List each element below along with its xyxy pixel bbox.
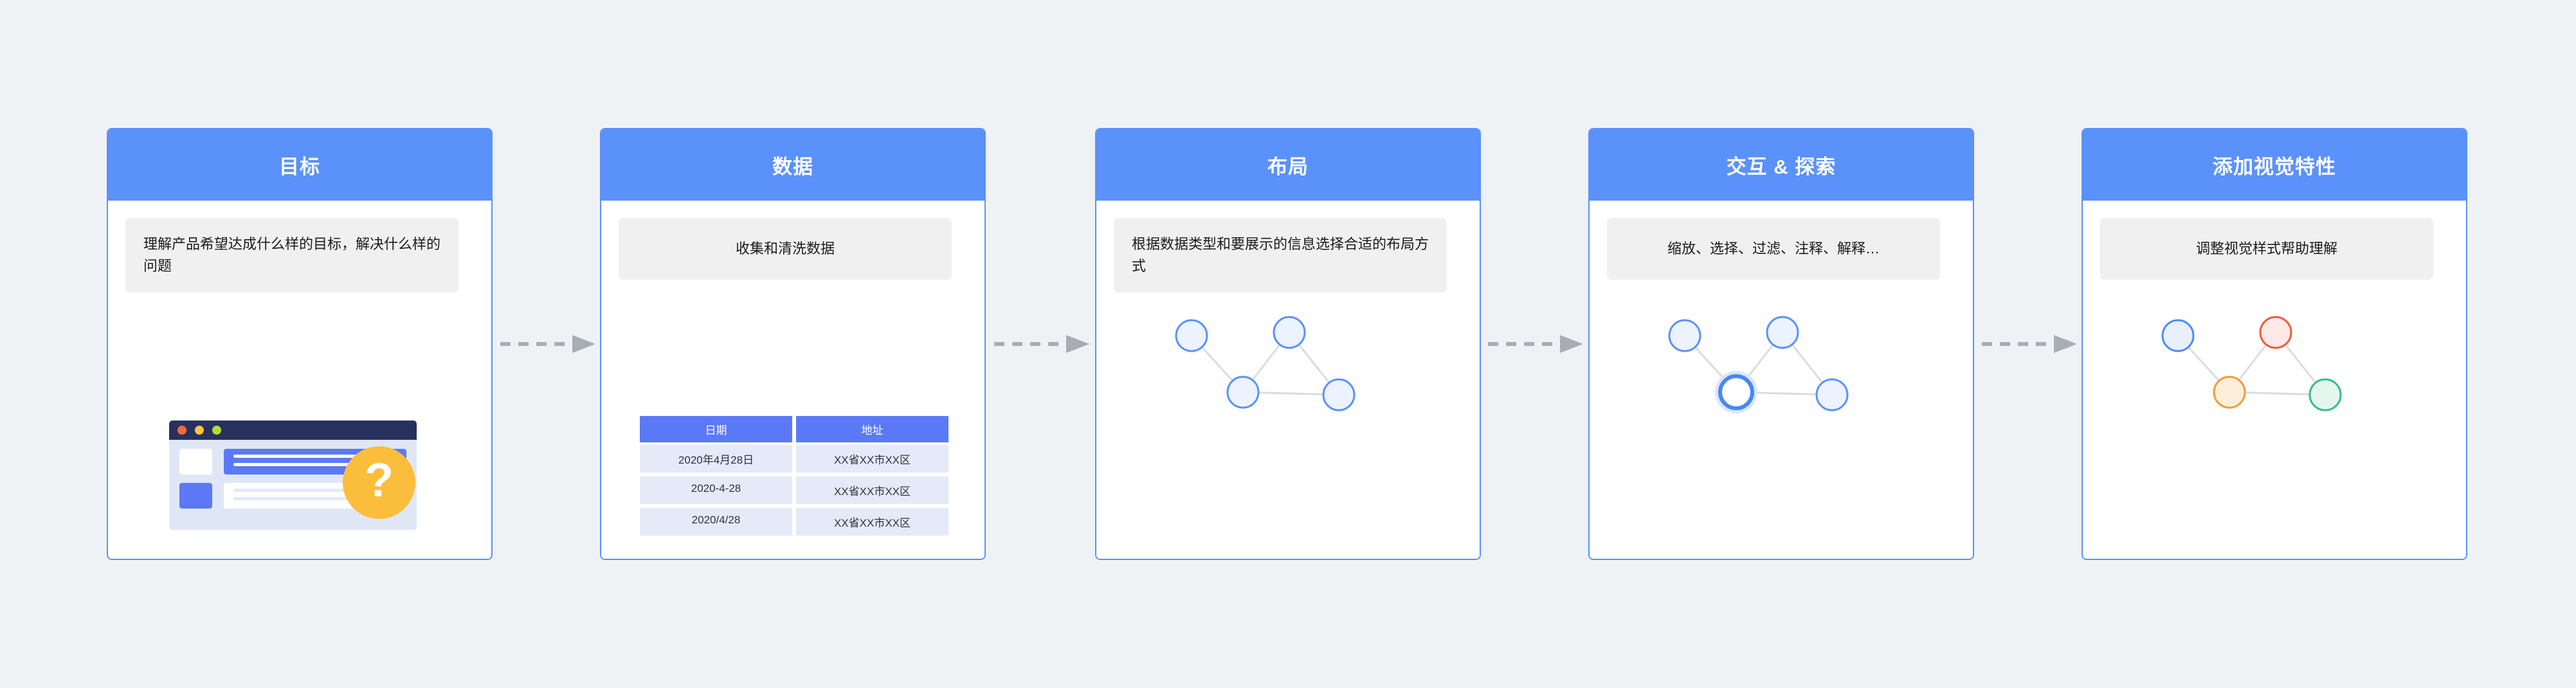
browser-thumbnail xyxy=(179,449,212,475)
table-cell: XX省XX市XX区 xyxy=(796,508,948,536)
card-body-interaction: 缩放、选择、过滤、注释、解释… xyxy=(1590,201,1973,559)
graph-node-n4[interactable] xyxy=(1815,378,1849,412)
card-title-goal: 目标 xyxy=(279,156,320,178)
table-header-cell: 日期 xyxy=(640,416,792,442)
graph-node-n4[interactable] xyxy=(1322,378,1356,412)
minimize-dot[interactable] xyxy=(195,426,204,435)
card-header-goal: 目标 xyxy=(108,129,491,201)
flow-arrow-4 xyxy=(1982,334,2078,354)
card-header-visual: 添加视觉特性 xyxy=(2083,129,2466,201)
card-layout: 布局根据数据类型和要展示的信息选择合适的布局方式 xyxy=(1095,128,1481,560)
card-description-visual: 调整视觉样式帮助理解 xyxy=(2195,240,2337,257)
graph-node-n2[interactable] xyxy=(2259,316,2292,349)
graph-node-n3[interactable] xyxy=(2213,376,2246,409)
card-interaction: 交互 & 探索缩放、选择、过滤、注释、解释… xyxy=(1588,128,1974,560)
arrow-right-icon xyxy=(1488,335,1583,353)
graph-node-n1[interactable] xyxy=(1668,319,1701,352)
flow-arrow-2 xyxy=(994,334,1091,354)
card-description-goal: 理解产品希望达成什么样的目标，解决什么样的问题 xyxy=(143,236,441,275)
table-cell: XX省XX市XX区 xyxy=(796,445,948,473)
card-title-data: 数据 xyxy=(772,156,813,178)
table-header-row: 日期地址 xyxy=(640,416,948,442)
node-graph-plain xyxy=(1096,297,1480,464)
card-description-box-layout: 根据数据类型和要展示的信息选择合适的布局方式 xyxy=(1114,218,1447,293)
graph-node-n4[interactable] xyxy=(2308,378,2342,412)
card-description-box-goal: 理解产品希望达成什么样的目标，解决什么样的问题 xyxy=(125,218,458,293)
card-title-visual: 添加视觉特性 xyxy=(2213,156,2336,178)
question-mark-badge: ? xyxy=(343,446,415,519)
table-header-cell: 地址 xyxy=(796,416,948,442)
table-cell: 2020年4月28日 xyxy=(640,445,792,473)
card-body-visual: 调整视觉样式帮助理解 xyxy=(2083,201,2466,559)
maximize-dot[interactable] xyxy=(212,426,221,435)
arrow-right-icon xyxy=(500,335,595,353)
graph-node-n3[interactable] xyxy=(1718,374,1754,410)
browser-thumbnail xyxy=(179,483,212,509)
card-title-interaction: 交互 & 探索 xyxy=(1726,156,1837,178)
arrow-right-icon xyxy=(1982,335,2077,353)
flow-arrow-1 xyxy=(500,334,597,354)
node-graph-highlighted xyxy=(1590,297,1973,464)
graph-node-n1[interactable] xyxy=(1175,319,1208,352)
browser-title-bar xyxy=(169,421,417,440)
arrow-right-icon xyxy=(994,335,1089,353)
card-header-data: 数据 xyxy=(601,129,984,201)
browser-text-line xyxy=(233,497,351,500)
card-description-box-interaction: 缩放、选择、过滤、注释、解释… xyxy=(1607,218,1940,280)
table-cell: 2020-4-28 xyxy=(640,476,792,504)
graph-node-n3[interactable] xyxy=(1226,376,1260,409)
card-header-layout: 布局 xyxy=(1096,129,1480,201)
card-title-layout: 布局 xyxy=(1267,156,1309,178)
browser-text-line xyxy=(233,463,351,466)
node-graph-colored xyxy=(2083,297,2466,464)
browser-text-line xyxy=(233,489,397,492)
graph-node-n1[interactable] xyxy=(2161,319,2195,352)
card-description-layout: 根据数据类型和要展示的信息选择合适的布局方式 xyxy=(1132,236,1429,275)
graph-node-n2[interactable] xyxy=(1273,316,1306,349)
table-cell: 2020/4/28 xyxy=(640,508,792,536)
card-body-goal: 理解产品希望达成什么样的目标，解决什么样的问题? xyxy=(108,201,491,559)
card-description-box-data: 收集和清洗数据 xyxy=(619,218,952,280)
browser-text-line xyxy=(233,455,397,458)
card-description-data: 收集和清洗数据 xyxy=(735,240,835,257)
flow-arrow-3 xyxy=(1488,334,1584,354)
card-header-interaction: 交互 & 探索 xyxy=(1590,129,1973,201)
table-cell: XX省XX市XX区 xyxy=(796,476,948,504)
card-goal: 目标理解产品希望达成什么样的目标，解决什么样的问题? xyxy=(107,128,493,560)
card-description-interaction: 缩放、选择、过滤、注释、解释… xyxy=(1667,240,1880,257)
close-dot[interactable] xyxy=(177,426,186,435)
graph-node-n2[interactable] xyxy=(1766,316,1799,349)
card-visual: 添加视觉特性调整视觉样式帮助理解 xyxy=(2082,128,2467,560)
card-body-layout: 根据数据类型和要展示的信息选择合适的布局方式 xyxy=(1096,201,1480,559)
card-description-box-visual: 调整视觉样式帮助理解 xyxy=(2100,218,2433,280)
